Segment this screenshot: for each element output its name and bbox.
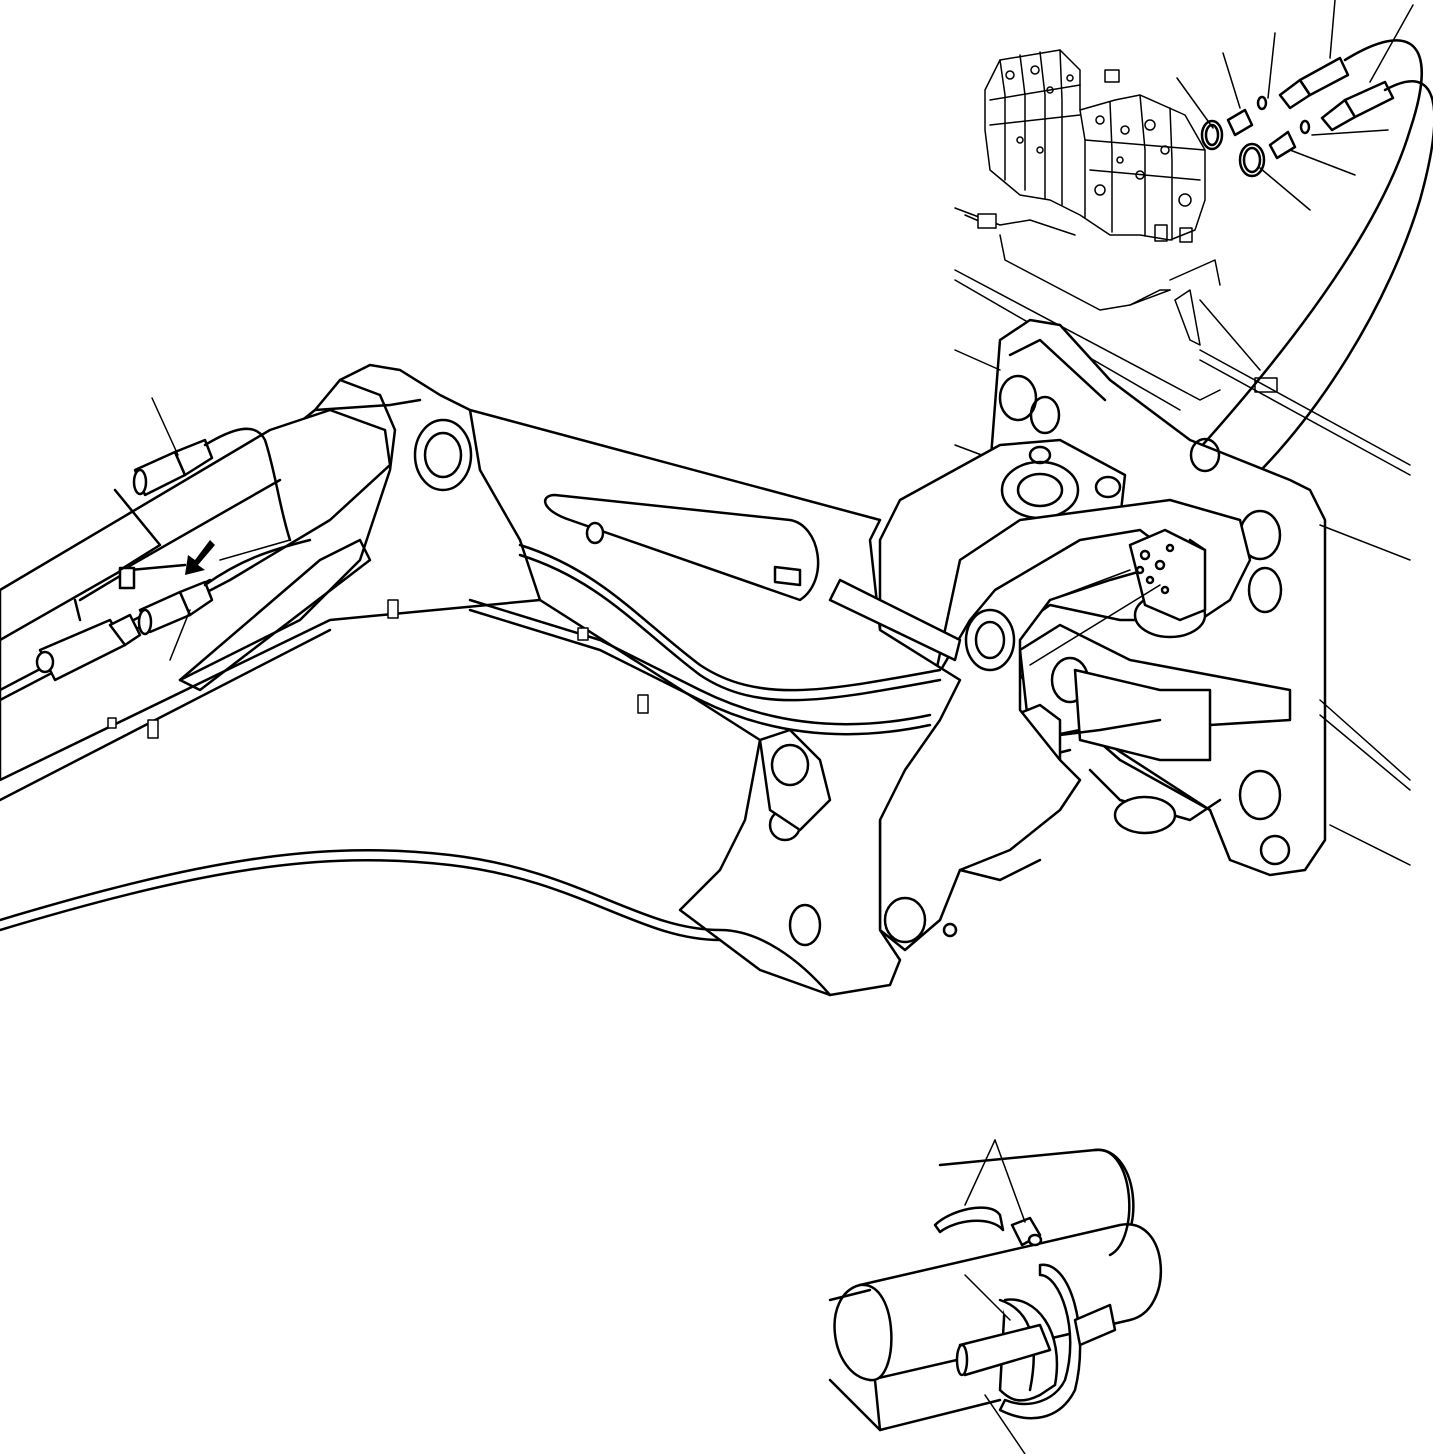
leader-lines-frame [1029, 569, 1161, 666]
clamp-pipe [955, 1303, 1117, 1377]
boom-clamps [107, 599, 649, 739]
clamp-detail [828, 1148, 1162, 1432]
swing-bracket-side-plate [878, 528, 1182, 952]
boom [0, 363, 962, 997]
frame-rails [954, 349, 1411, 866]
direction-arrow [185, 540, 215, 575]
control-valve-assembly [984, 49, 1206, 243]
quick-coupler [113, 427, 312, 636]
boom-cylinder [544, 493, 962, 662]
leader-lines-top [1176, 0, 1414, 211]
swing-valve-block [1128, 528, 1207, 622]
clamp-band [933, 1206, 1082, 1420]
leader-lines-left [151, 397, 291, 661]
leader-lines-detail [964, 1139, 1026, 1454]
boom-hose-pair [468, 543, 942, 736]
attachment-cylinder [35, 563, 187, 682]
hose-fittings-upper [1200, 56, 1395, 178]
